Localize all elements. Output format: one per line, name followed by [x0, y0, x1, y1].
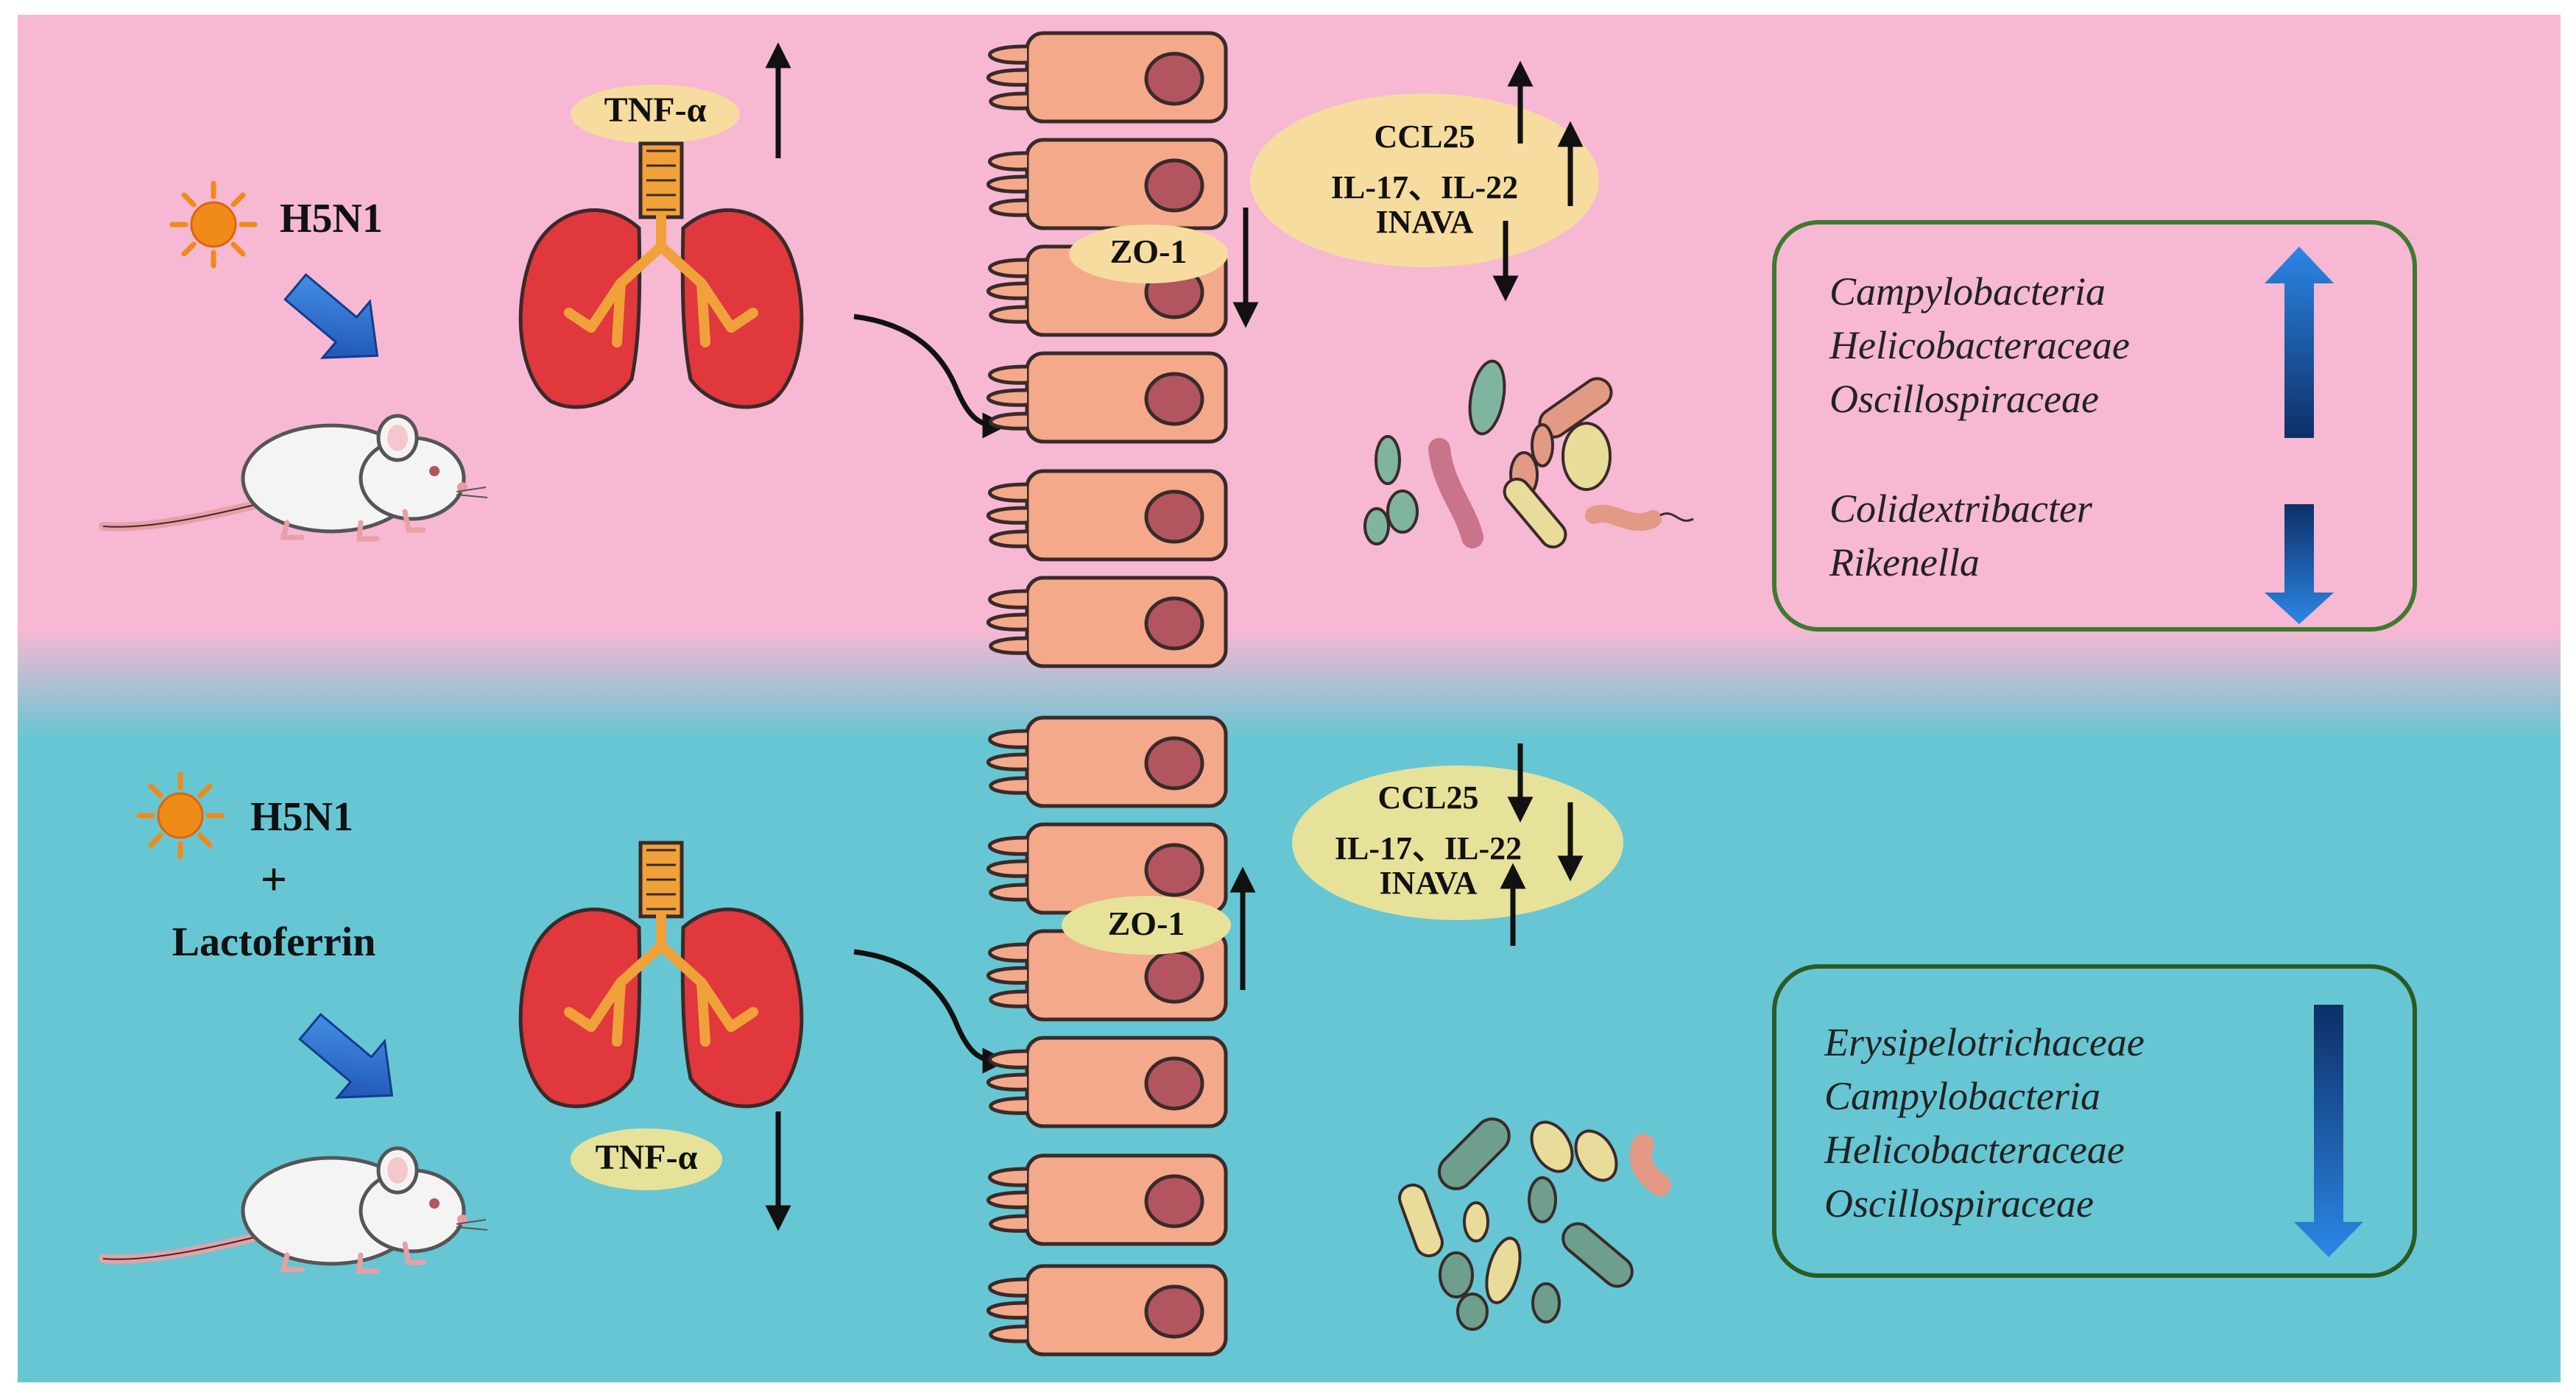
bottom-cell-1 — [988, 718, 1226, 806]
top-microbiota-up-3: Oscillospiraceae — [1829, 377, 2099, 421]
top-cytokine-ccl25: CCL25 — [1374, 119, 1475, 155]
bottom-tnf-pill — [571, 1128, 722, 1190]
bottom-blue-down-arrow — [2294, 1005, 2363, 1257]
top-cell-5 — [988, 471, 1226, 559]
bottom-cell-4 — [988, 1038, 1226, 1126]
top-cytokine-pill — [1250, 93, 1599, 267]
top-cytokine-inava: INAVA — [1375, 204, 1474, 240]
top-microbiota-box — [1772, 220, 2417, 632]
top-cell-4 — [988, 353, 1226, 442]
top-cell-6 — [988, 578, 1226, 666]
bottom-zo1-label: ZO-1 — [1107, 905, 1185, 942]
bottom-cytokine-pill — [1292, 766, 1623, 920]
top-microbiota-down-2: Rikenella — [1829, 540, 1980, 584]
bottom-plus-sign: + — [260, 853, 288, 905]
top-cell-1 — [988, 33, 1226, 121]
bottom-translocation-arrow — [853, 949, 1009, 1074]
top-bacteria-illustration — [1363, 359, 1694, 549]
bottom-microbiota-box — [1772, 964, 2417, 1278]
top-cytokine-il: IL-17、IL-22 — [1330, 169, 1519, 205]
top-cell-2 — [988, 140, 1226, 228]
bottom-microbiota-down-2: Campylobacteria — [1824, 1074, 2100, 1118]
top-microbiota-up-1: Campylobacteria — [1829, 269, 2106, 314]
background — [18, 15, 2561, 1382]
top-mouse-arrow — [283, 273, 379, 359]
top-zo1-pill — [1069, 225, 1228, 283]
bottom-microbiota-down-4: Oscillospiraceae — [1824, 1181, 2094, 1226]
bottom-cytokine-inava: INAVA — [1379, 865, 1478, 901]
bottom-cytokine-ccl25: CCL25 — [1377, 779, 1479, 816]
top-virus-icon — [172, 183, 255, 266]
bottom-cytokine-il: IL-17、IL-22 — [1334, 830, 1522, 866]
top-translocation-arrow — [853, 314, 1009, 439]
bottom-treatment-label: Lactoferrin — [172, 919, 376, 965]
top-virus-label: H5N1 — [280, 196, 383, 241]
bottom-mouse-arrow — [298, 1013, 394, 1099]
top-tnf-pill — [571, 85, 740, 144]
bottom-tnf-label: TNF-α — [595, 1138, 698, 1177]
bottom-cell-5 — [988, 1156, 1226, 1244]
bottom-microbiota-down-3: Helicobacteraceae — [1824, 1128, 2125, 1172]
top-microbiota-up-2: Helicobacteraceae — [1829, 323, 2130, 367]
bottom-virus-icon — [139, 774, 222, 857]
top-microbiota-down-1: Colidextribacter — [1829, 487, 2092, 531]
top-blue-down-arrow — [2265, 504, 2334, 624]
top-tnf-label: TNF-α — [604, 91, 707, 130]
top-blue-up-arrow — [2265, 247, 2334, 438]
bottom-cell-6 — [988, 1266, 1226, 1354]
bottom-microbiota-down-1: Erysipelotrichaceae — [1824, 1020, 2145, 1064]
top-zo1-label: ZO-1 — [1109, 233, 1188, 270]
bottom-bacteria-illustration — [1398, 1117, 1671, 1331]
bottom-virus-label: H5N1 — [250, 794, 353, 840]
bottom-zo1-pill — [1062, 896, 1231, 955]
